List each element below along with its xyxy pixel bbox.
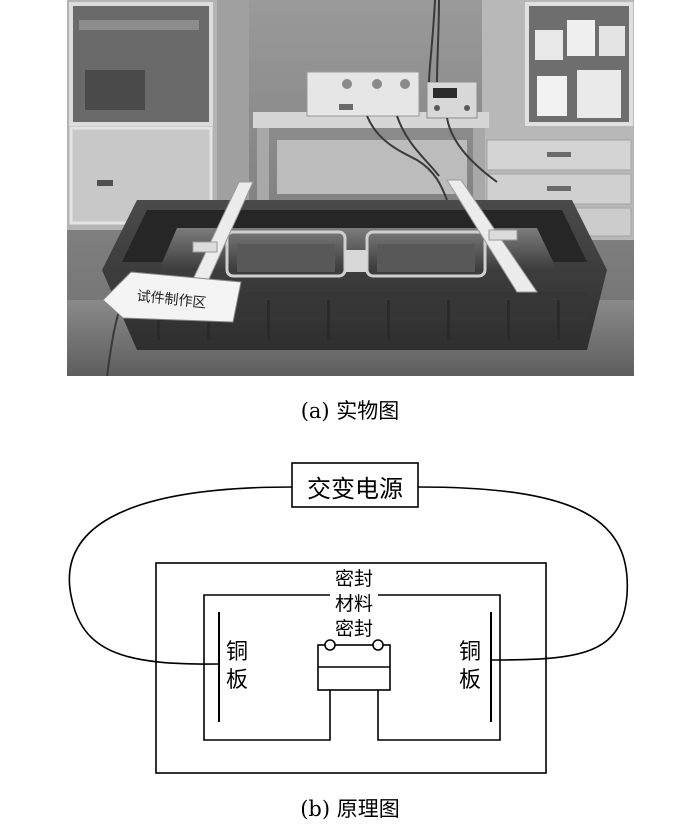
left-cabinet — [67, 0, 249, 230]
paper-sign: 试件制作区 — [102, 271, 242, 323]
power-source-box — [291, 462, 419, 508]
specimen-cells — [225, 230, 487, 278]
left-lead-wire — [68, 486, 293, 665]
right-lead-wire — [417, 486, 629, 661]
principle-diagram: 交变电源 铜 板 铜 板 密封 材料 密封 — [68, 462, 629, 774]
left-terminal — [324, 639, 336, 651]
seal-label-line2: 材料 — [335, 593, 373, 615]
plastic-tub — [102, 200, 607, 350]
right-chamber — [377, 594, 501, 741]
left-plate-label-line1: 铜 — [226, 640, 248, 665]
left-chamber — [203, 594, 331, 741]
control-box — [306, 71, 420, 117]
power-source-label: 交变电源 — [307, 475, 403, 503]
power-supply-unit — [426, 81, 478, 119]
caption-b: (b) 原理图 — [300, 797, 400, 821]
shelf — [253, 112, 489, 208]
right-plate-label-line2: 板 — [459, 668, 481, 693]
right-terminal — [372, 639, 384, 651]
outer-tank — [155, 562, 547, 774]
seal-label-line1: 密封 — [335, 568, 373, 590]
lab-photo: 试件制作区 — [67, 0, 634, 376]
left-plate-label-line2: 板 — [226, 668, 248, 693]
right-plate-label-line1: 铜 — [459, 640, 481, 665]
right-wooden-bar — [446, 179, 538, 293]
seal-label-line3: 密封 — [335, 618, 373, 640]
caption-a: (a) 实物图 — [300, 399, 400, 423]
sign-text: 试件制作区 — [136, 288, 207, 311]
cables — [106, 0, 498, 376]
